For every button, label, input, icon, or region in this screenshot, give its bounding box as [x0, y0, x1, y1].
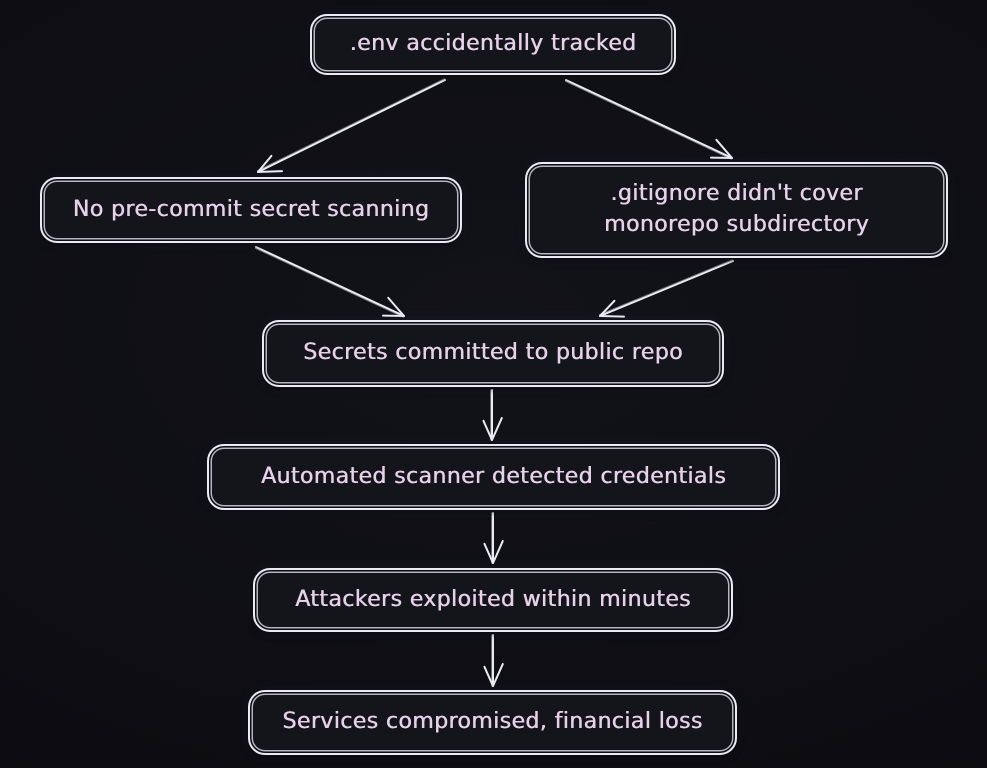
- node-secrets-committed-label: Secrets committed to public repo: [303, 340, 683, 366]
- edge-attackers-to-services-head: [483, 665, 494, 687]
- node-services-compromised: Services compromised, financial loss: [248, 690, 737, 755]
- node-services-compromised-label: Services compromised, financial loss: [282, 709, 703, 735]
- node-gitignore-gap: .gitignore didn't cover monorepo subdire…: [525, 162, 948, 258]
- node-attackers-exploited: Attackers exploited within minutes: [253, 568, 733, 632]
- edge-env-to-precommit-head: [257, 154, 273, 173]
- node-env-tracked: .env accidentally tracked: [310, 14, 676, 75]
- edge-env-to-gitignore-line: [565, 79, 733, 159]
- edge-gitignore-to-secrets-head: [599, 315, 625, 318]
- edge-precommit-to-secrets-head: [387, 296, 405, 317]
- edge-env-to-precommit-head: [257, 170, 283, 173]
- edge-env-to-precommit-line: [257, 79, 446, 173]
- edge-gitignore-to-secrets-line: [599, 260, 734, 317]
- edge-attackers-to-services-head: [492, 663, 504, 687]
- node-no-precommit-scanning-label: No pre-commit secret scanning: [72, 196, 430, 222]
- node-scanner-detected: Automated scanner detected credentials: [207, 444, 780, 510]
- edge-scanner-to-attackers-head: [483, 542, 494, 564]
- edge-secrets-to-scanner-head: [491, 417, 503, 441]
- node-gitignore-gap-label: .gitignore didn't cover monorepo subdire…: [604, 181, 869, 237]
- edge-gitignore-to-secrets-sketch: [598, 259, 733, 316]
- node-no-precommit-scanning: No pre-commit secret scanning: [40, 177, 462, 243]
- edge-env-to-precommit-sketch: [256, 78, 445, 172]
- edge-env-to-gitignore-sketch: [564, 80, 732, 160]
- edge-env-to-gitignore-head: [715, 138, 733, 159]
- node-attackers-exploited-label: Attackers exploited within minutes: [295, 586, 691, 612]
- edge-secrets-to-scanner-head: [482, 419, 493, 441]
- node-secrets-committed: Secrets committed to public repo: [262, 320, 724, 387]
- edge-precommit-to-secrets-sketch: [254, 247, 404, 318]
- edge-scanner-to-attackers-head: [492, 540, 504, 564]
- node-scanner-detected-label: Automated scanner detected credentials: [260, 463, 727, 489]
- edge-precommit-to-secrets-line: [255, 246, 405, 317]
- node-env-tracked-label: .env accidentally tracked: [349, 31, 637, 57]
- edge-gitignore-to-secrets-head: [599, 299, 616, 317]
